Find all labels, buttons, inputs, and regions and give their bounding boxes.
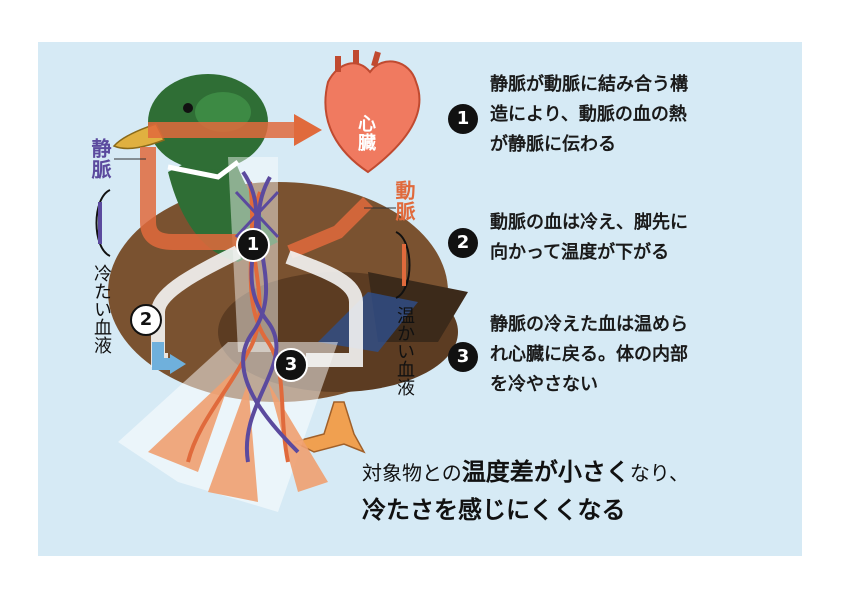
foot-fan [118,342,338,512]
artery-arrow-head [294,114,322,146]
note-3-text: 静脈の冷えた血は温めら れ心臓に戻る。体の内部 を冷やさない [490,310,688,400]
artery-arrow-path [140,147,248,250]
duck-right-foot [291,401,366,454]
note-1-line-3: が静脈に伝わる [490,134,616,155]
heart-label-char-1: 心 [355,114,376,133]
summary-part-c: が [533,458,558,486]
artery-bracket-icon [395,231,411,299]
summary-line-2-text: 冷たさを感じにくくなる [362,496,626,524]
summary-part-a: 対象物との [362,461,462,485]
cold-arrow [152,342,172,370]
note-1-text: 静脈が動脈に結み合う構 造により、動脈の血の熱 が静脈に伝わる [490,70,688,160]
heart-label-char-2: 臓 [355,133,376,152]
summary-part-b: 温度差 [461,458,534,486]
warm-blood-label: 温かい血液 [394,306,415,396]
cold-blood-label: 冷たい血液 [91,264,112,354]
heart-shape [324,60,421,174]
note-1-line-2: 造により、動脈の血の熱 [490,104,687,125]
note-2-badge: 2 [448,228,478,258]
badge-2-illustration: 2 [130,304,162,336]
summary-part-e: なり、 [629,461,690,485]
note-3-line-3: を冷やさない [490,374,598,395]
summary-part-d: 小さく [557,458,630,486]
duck-illustration [108,50,468,512]
badge-3-illustration: 3 [274,348,308,382]
note-1-badge: 1 [448,104,478,134]
note-2-text: 動脈の血は冷え、脚先に 向かって温度が下がる [490,208,688,268]
duck-eye [183,103,193,113]
summary-line-1: 対象物との温度差が小さくなり、 [362,452,689,487]
diagram-panel: 心臓 静脈 冷たい血液 動脈 温かい血液 1 2 3 1 静脈が動脈に結み合う構… [38,42,802,556]
note-2-line-1: 動脈の血は冷え、脚先に [490,212,688,233]
artery-label: 動脈 [392,180,416,222]
note-2-line-2: 向かって温度が下がる [490,242,670,263]
heart-label: 心臓 [355,114,376,152]
badge-1-illustration: 1 [236,228,270,262]
vein-label: 静脈 [88,138,112,180]
note-1-line-1: 静脈が動脈に結み合う構 [490,74,688,95]
summary-line-2: 冷たさを感じにくくなる [362,490,626,525]
note-3-line-1: 静脈の冷えた血は温めら [490,314,688,335]
note-3-badge: 3 [448,342,478,372]
vein-strand [241,170,279,463]
vein-bracket-icon [95,189,111,257]
note-3-line-2: れ心臓に戻る。体の内部 [490,344,688,365]
return-arrow-right [285,250,363,367]
